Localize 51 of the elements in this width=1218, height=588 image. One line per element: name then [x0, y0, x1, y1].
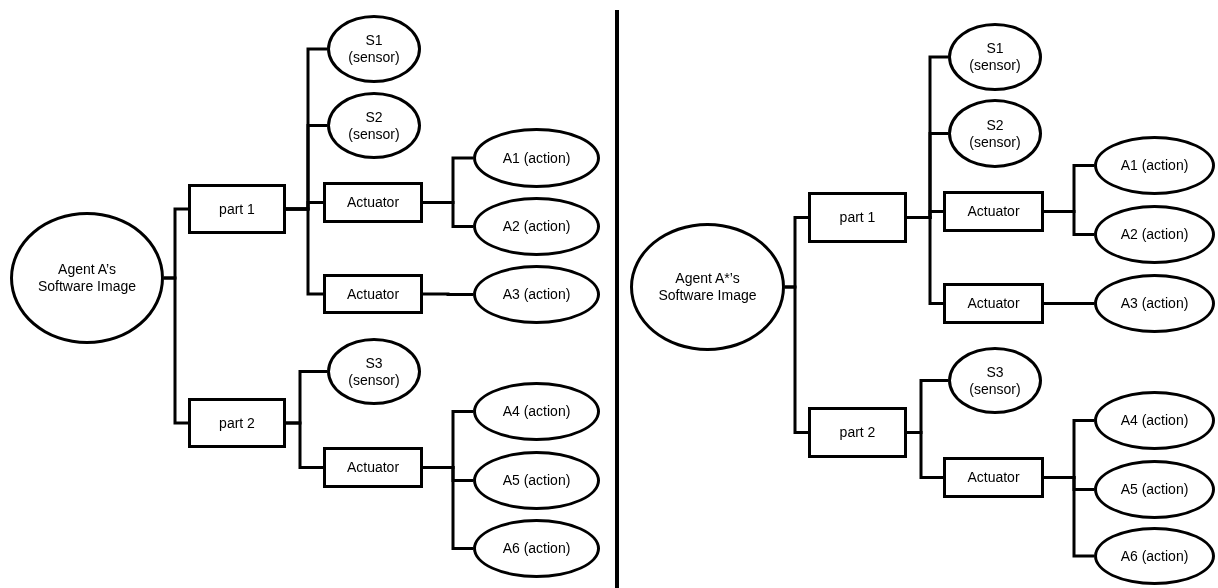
node-label: A2 (action) [501, 218, 572, 235]
connector-line [423, 201, 473, 228]
connector-line [164, 276, 188, 425]
node-label: A4 (action) [501, 403, 572, 420]
node-label: Actuator [966, 203, 1021, 220]
node-label: S1 (sensor) [968, 40, 1022, 74]
connector-line [907, 431, 943, 479]
node-label: part 1 [218, 200, 256, 218]
node-label: A3 (action) [501, 286, 572, 303]
process-box [323, 274, 423, 314]
node-label: A5 (action) [1119, 481, 1190, 498]
process-box [943, 283, 1044, 324]
node-label: A3 (action) [1119, 295, 1190, 312]
node-label: Actuator [345, 194, 401, 211]
connector-line [286, 421, 323, 469]
process-box [188, 398, 286, 448]
connector-line [1044, 210, 1094, 236]
process-box [808, 407, 907, 458]
process-box [188, 184, 286, 234]
connector-line [423, 292, 473, 296]
node-label: Actuator [345, 285, 401, 303]
node-label: S2 (sensor) [347, 108, 401, 143]
node-label: S2 (sensor) [968, 116, 1022, 151]
node-label: A6 (action) [1119, 547, 1190, 565]
node-label: Agent A*’s Software Image [657, 270, 758, 304]
node-label: A1 (action) [1119, 157, 1190, 174]
node-label: A4 (action) [1119, 412, 1190, 429]
node-label: Actuator [966, 295, 1021, 312]
node-label: A5 (action) [501, 472, 572, 489]
node-label: A1 (action) [501, 149, 572, 167]
process-box [323, 447, 423, 488]
connector-line [1044, 302, 1094, 305]
node-label: S3 (sensor) [347, 354, 401, 389]
process-box [943, 191, 1044, 232]
connector-line [286, 207, 323, 296]
node-label: part 2 [838, 424, 877, 441]
node-label: part 2 [218, 414, 256, 432]
node-label: Actuator [345, 459, 401, 476]
node-label: S3 (sensor) [968, 363, 1022, 398]
node-label: S1 (sensor) [347, 32, 401, 66]
node-label: A2 (action) [1119, 226, 1190, 243]
process-box [808, 192, 907, 243]
process-box [943, 457, 1044, 498]
connector-line [1044, 476, 1094, 558]
connector-line [423, 466, 473, 550]
node-label: A6 (action) [501, 540, 572, 557]
node-label: Actuator [966, 469, 1021, 486]
node-label: part 1 [838, 209, 877, 226]
process-box [323, 182, 423, 223]
connector-line [785, 285, 808, 434]
node-label: Agent A’s Software Image [36, 261, 138, 295]
